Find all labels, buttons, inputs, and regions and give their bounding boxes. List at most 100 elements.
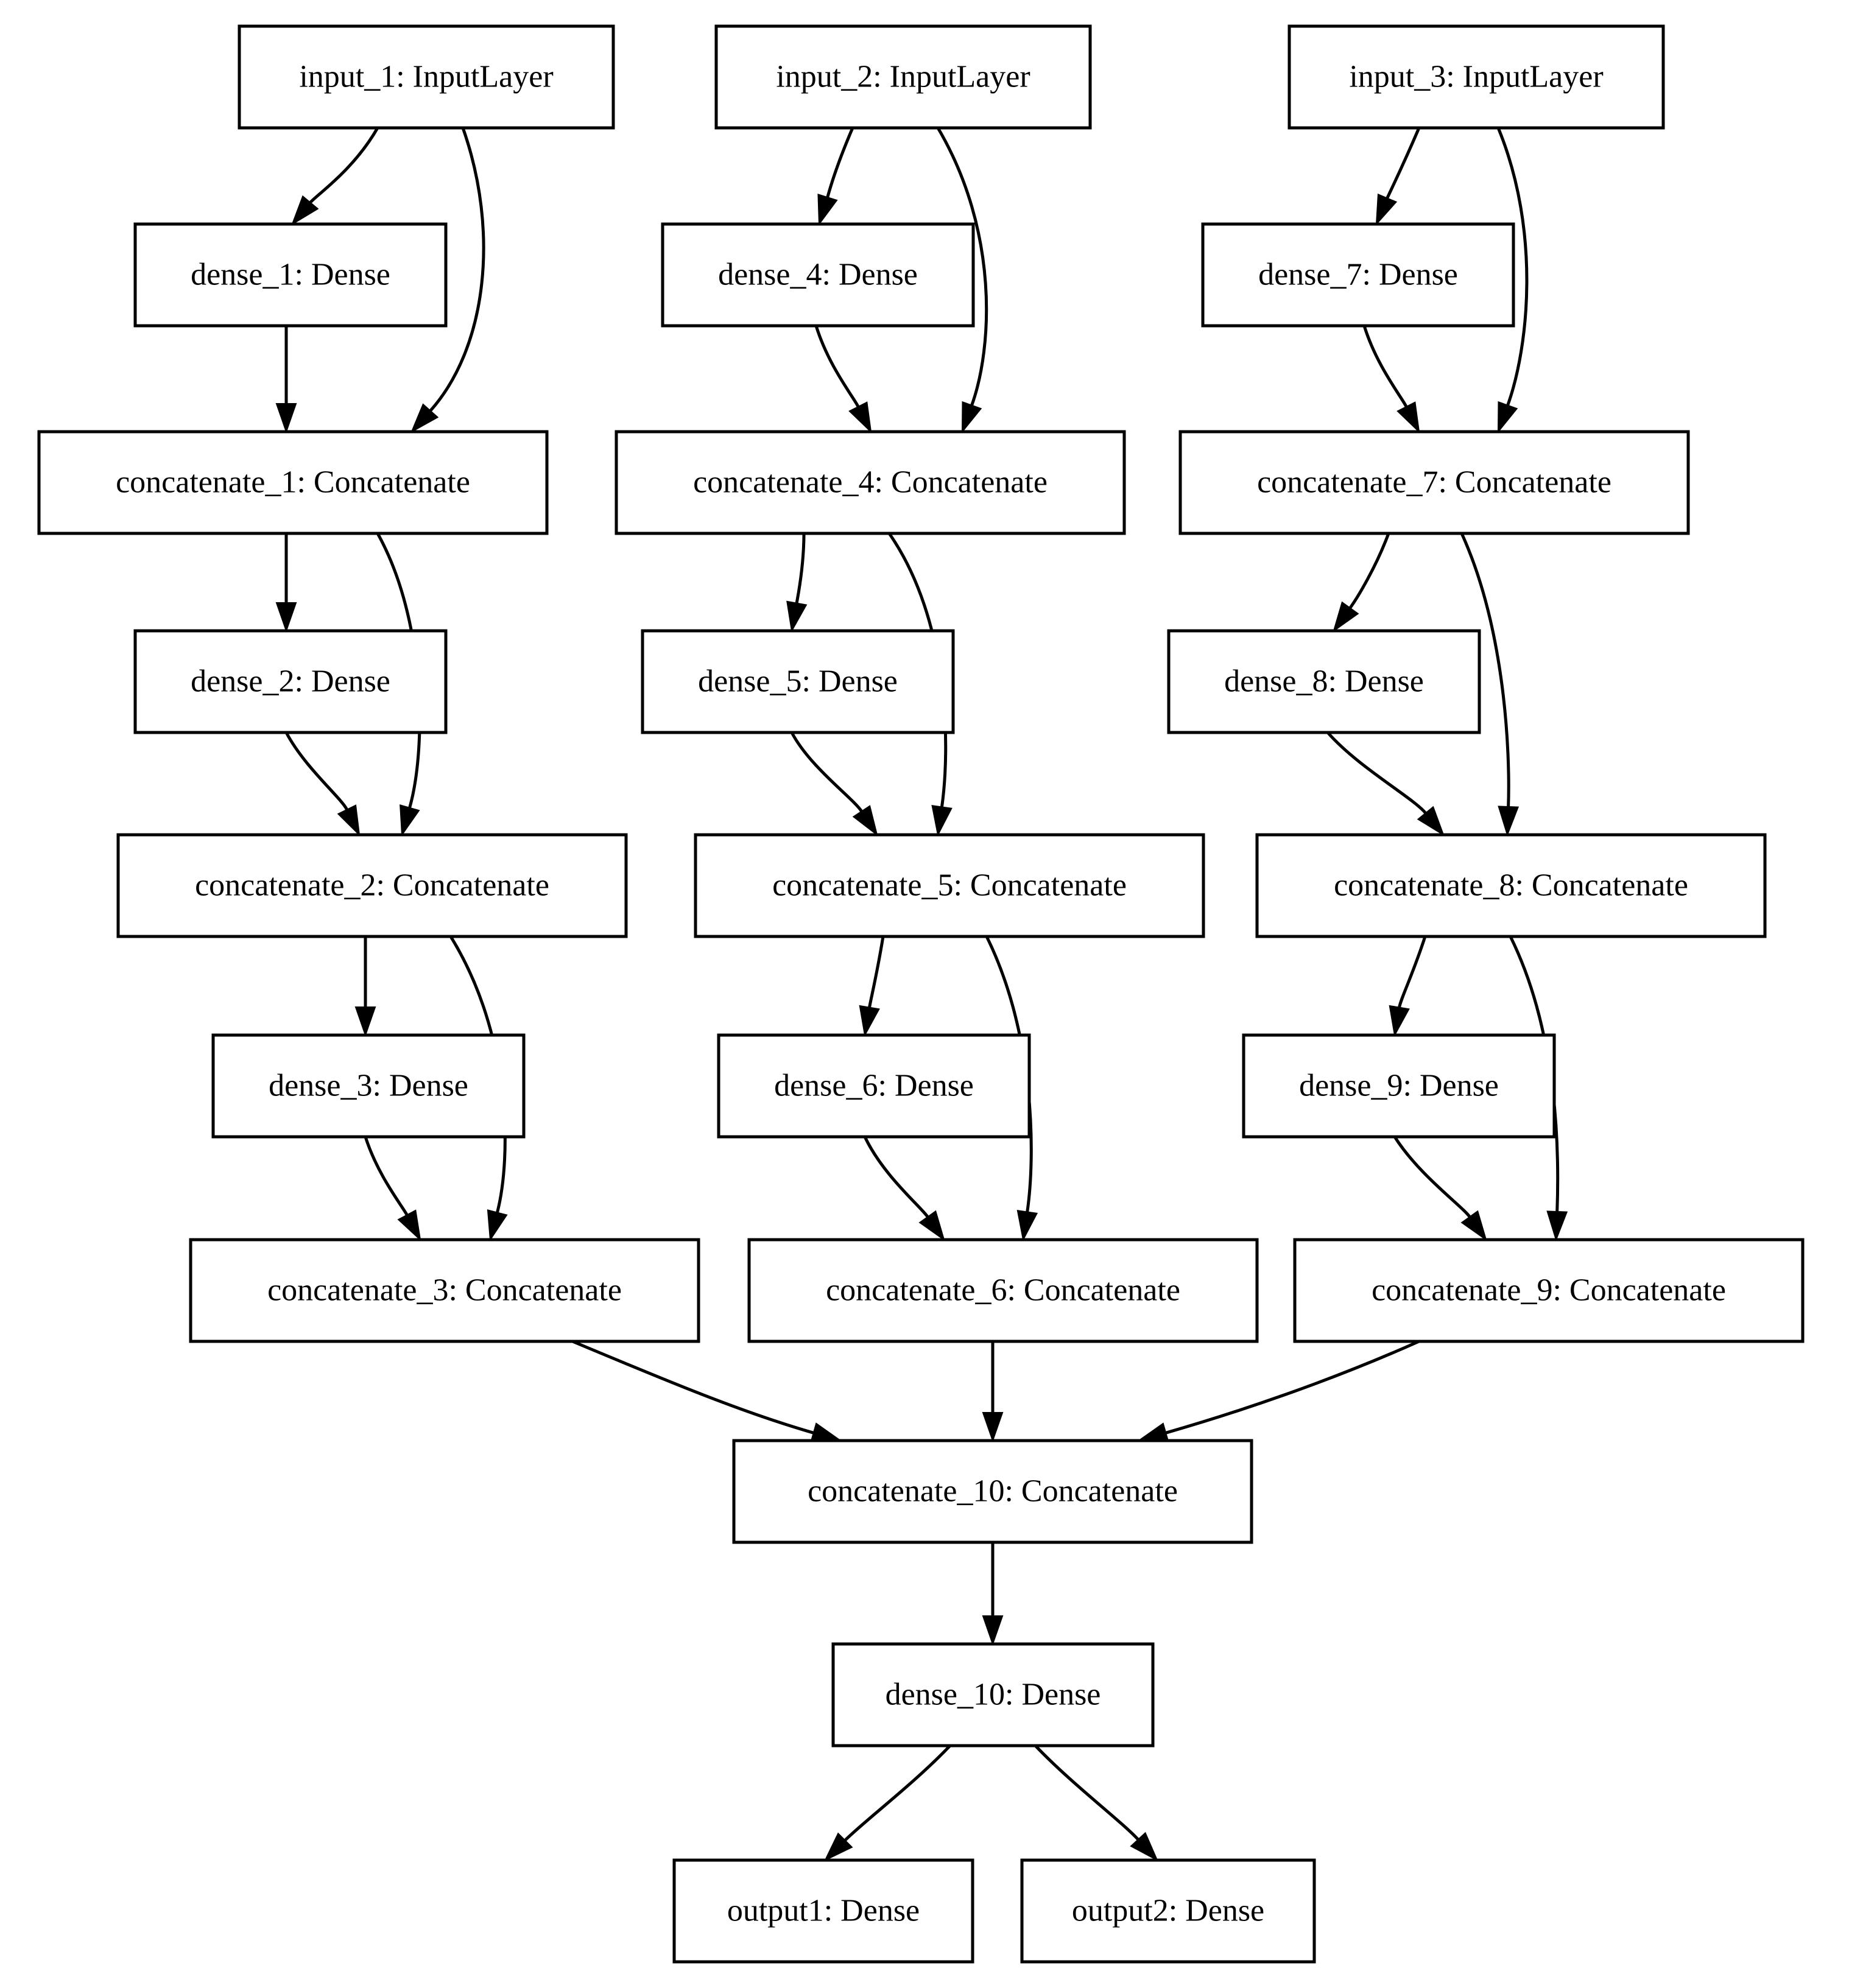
node-box[interactable] bbox=[1293, 1238, 1805, 1343]
edge-dense_3-to-concatenate_3 bbox=[364, 1136, 421, 1242]
node-label: input_2: InputLayer bbox=[776, 59, 1030, 94]
node-concatenate_2[interactable]: concatenate_2: Concatenate bbox=[116, 833, 628, 938]
node-concatenate_3[interactable]: concatenate_3: Concatenate bbox=[189, 1238, 700, 1343]
nodes-layer: input_1: InputLayer input_2: InputLayer in… bbox=[37, 24, 1805, 1964]
node-concatenate_10[interactable]: concatenate_10: Concatenate bbox=[732, 1439, 1253, 1544]
edge-concatenate_7-to-concatenate_8 bbox=[1460, 532, 1520, 837]
node-box[interactable] bbox=[37, 430, 549, 535]
node-output1[interactable]: output1: Dense bbox=[672, 1858, 974, 1964]
edge-input_1-to-concatenate_1 bbox=[410, 127, 485, 434]
node-output2[interactable]: output2: Dense bbox=[1020, 1858, 1316, 1964]
edge-dense_6-to-concatenate_6 bbox=[863, 1136, 945, 1242]
arrowhead-icon bbox=[275, 403, 297, 434]
edge-dense_4-to-concatenate_4 bbox=[814, 325, 872, 434]
node-box[interactable] bbox=[694, 833, 1205, 938]
node-dense_2[interactable]: dense_2: Dense bbox=[133, 629, 448, 734]
node-label: dense_7: Dense bbox=[1258, 257, 1458, 292]
node-label: concatenate_10: Concatenate bbox=[808, 1473, 1178, 1508]
node-dense_9[interactable]: dense_9: Dense bbox=[1242, 1033, 1556, 1139]
node-input_2[interactable]: input_2: InputLayer bbox=[714, 24, 1092, 130]
node-label: concatenate_5: Concatenate bbox=[772, 868, 1127, 902]
node-box[interactable] bbox=[732, 1439, 1253, 1544]
node-box[interactable] bbox=[133, 222, 448, 328]
node-concatenate_4[interactable]: concatenate_4: Concatenate bbox=[615, 430, 1126, 535]
edge-line bbox=[1348, 533, 1390, 609]
edge-concatenate_9-to-concatenate_10 bbox=[1137, 1340, 1420, 1443]
node-concatenate_5[interactable]: concatenate_5: Concatenate bbox=[694, 833, 1205, 938]
node-box[interactable] bbox=[1201, 222, 1515, 328]
edge-dense_10-to-output2 bbox=[1034, 1744, 1159, 1862]
node-concatenate_1[interactable]: concatenate_1: Concatenate bbox=[37, 430, 549, 535]
node-box[interactable] bbox=[189, 1238, 700, 1343]
node-box[interactable] bbox=[641, 629, 955, 734]
node-box[interactable] bbox=[1178, 430, 1690, 535]
arrowhead-icon bbox=[859, 1005, 880, 1038]
node-label: dense_10: Dense bbox=[886, 1677, 1101, 1712]
node-label: dense_2: Dense bbox=[191, 664, 390, 698]
arrowhead-icon bbox=[823, 1832, 853, 1862]
node-box[interactable] bbox=[747, 1238, 1259, 1343]
edge-dense_1-to-concatenate_1 bbox=[275, 326, 297, 434]
node-dense_6[interactable]: dense_6: Dense bbox=[717, 1033, 1031, 1139]
arrowhead-icon bbox=[275, 602, 297, 633]
node-dense_4[interactable]: dense_4: Dense bbox=[661, 222, 975, 328]
node-box[interactable] bbox=[1167, 629, 1481, 734]
node-box[interactable] bbox=[238, 24, 615, 130]
arrowhead-icon bbox=[1389, 1005, 1410, 1038]
edge-line bbox=[1362, 325, 1408, 408]
edge-line bbox=[364, 1136, 409, 1216]
node-box[interactable] bbox=[133, 629, 448, 734]
node-label: concatenate_3: Concatenate bbox=[267, 1273, 622, 1307]
edge-line bbox=[284, 731, 348, 810]
node-dense_7[interactable]: dense_7: Dense bbox=[1201, 222, 1515, 328]
edge-concatenate_1-to-dense_2 bbox=[275, 533, 297, 633]
node-dense_10[interactable]: dense_10: Dense bbox=[831, 1642, 1155, 1747]
arrowhead-icon bbox=[1546, 1210, 1568, 1242]
arrowhead-icon bbox=[1498, 806, 1520, 837]
edge-line bbox=[936, 127, 988, 406]
arrowhead-icon bbox=[918, 1210, 945, 1242]
node-dense_5[interactable]: dense_5: Dense bbox=[641, 629, 955, 734]
node-label: input_1: InputLayer bbox=[299, 59, 553, 94]
node-box[interactable] bbox=[211, 1033, 526, 1139]
node-label: dense_1: Dense bbox=[191, 257, 390, 292]
edge-line bbox=[795, 533, 806, 604]
edge-concatenate_10-to-dense_10 bbox=[982, 1542, 1004, 1646]
node-box[interactable] bbox=[831, 1642, 1155, 1747]
edges-layer bbox=[275, 127, 1568, 1862]
node-input_3[interactable]: input_3: InputLayer bbox=[1287, 24, 1665, 130]
node-input_1[interactable]: input_1: InputLayer bbox=[238, 24, 615, 130]
node-concatenate_7[interactable]: concatenate_7: Concatenate bbox=[1178, 430, 1690, 535]
edge-concatenate_2-to-dense_3 bbox=[354, 936, 376, 1038]
edge-input_3-to-concatenate_7 bbox=[1496, 127, 1529, 434]
node-box[interactable] bbox=[661, 222, 975, 328]
node-box[interactable] bbox=[1242, 1033, 1556, 1139]
node-label: dense_3: Dense bbox=[269, 1068, 468, 1103]
node-dense_1[interactable]: dense_1: Dense bbox=[133, 222, 448, 328]
node-label: dense_4: Dense bbox=[718, 257, 918, 292]
node-label: dense_8: Dense bbox=[1224, 664, 1424, 698]
arrowhead-icon bbox=[786, 600, 808, 633]
node-box[interactable] bbox=[1020, 1858, 1316, 1964]
node-concatenate_6[interactable]: concatenate_6: Concatenate bbox=[747, 1238, 1259, 1343]
node-box[interactable] bbox=[615, 430, 1126, 535]
edge-dense_2-to-concatenate_2 bbox=[284, 731, 361, 837]
node-label: input_3: InputLayer bbox=[1349, 59, 1603, 94]
arrowhead-icon bbox=[817, 193, 838, 226]
node-dense_8[interactable]: dense_8: Dense bbox=[1167, 629, 1481, 734]
node-label: dense_6: Dense bbox=[774, 1068, 974, 1103]
node-box[interactable] bbox=[714, 24, 1092, 130]
node-box[interactable] bbox=[116, 833, 628, 938]
node-concatenate_8[interactable]: concatenate_8: Concatenate bbox=[1255, 833, 1767, 938]
node-box[interactable] bbox=[672, 1858, 974, 1964]
node-box[interactable] bbox=[1255, 833, 1767, 938]
edge-line bbox=[572, 1340, 814, 1435]
edge-dense_7-to-concatenate_7 bbox=[1362, 325, 1420, 434]
node-concatenate_9[interactable]: concatenate_9: Concatenate bbox=[1293, 1238, 1805, 1343]
node-dense_3[interactable]: dense_3: Dense bbox=[211, 1033, 526, 1139]
arrowhead-icon bbox=[1016, 1209, 1038, 1242]
node-box[interactable] bbox=[717, 1033, 1031, 1139]
edge-input_3-to-dense_7 bbox=[1375, 127, 1421, 226]
node-box[interactable] bbox=[1287, 24, 1665, 130]
